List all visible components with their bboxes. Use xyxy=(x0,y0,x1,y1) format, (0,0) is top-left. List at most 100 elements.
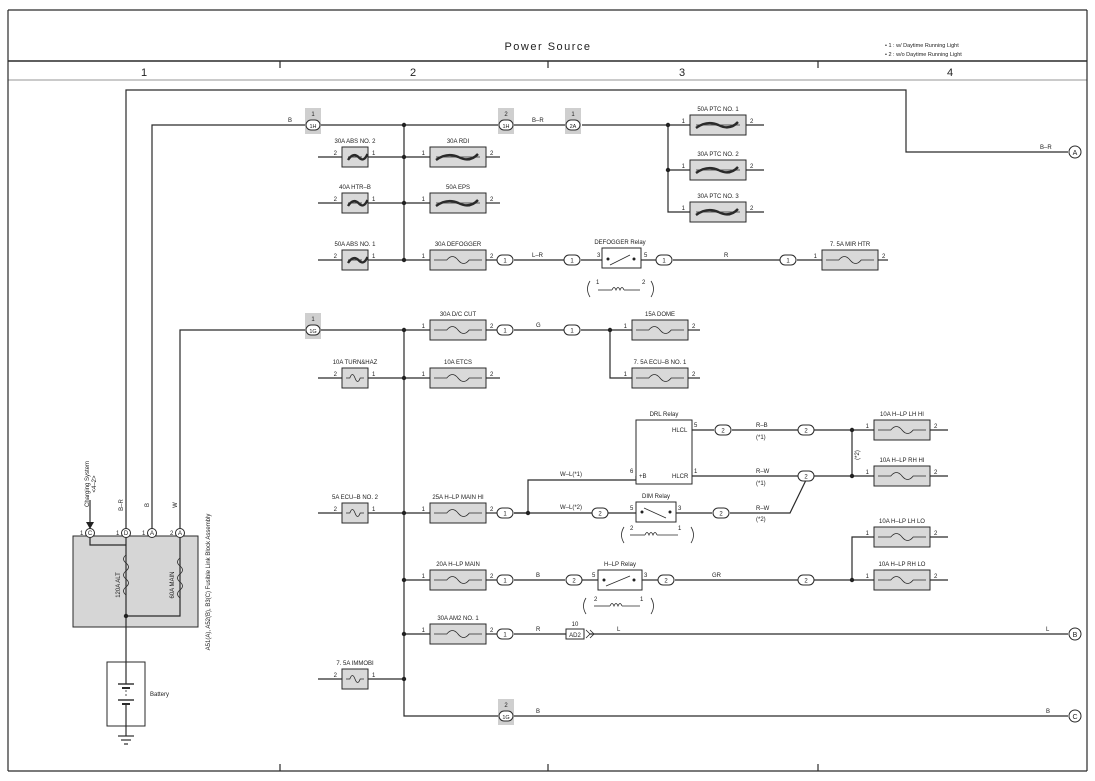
connector-1h-b-pin: 2 xyxy=(504,112,508,118)
terminal-b-right-label: B xyxy=(1073,632,1078,639)
dim-relay: DIM Relay 5 3 2 1 xyxy=(621,494,694,544)
fuse-eps-pin-right: 2 xyxy=(490,197,494,203)
fuse-rhhi-label: 10A H–LP RH HI xyxy=(880,458,925,464)
wire-l-2: L xyxy=(1046,627,1050,633)
wire-br-a: B–R xyxy=(1040,145,1052,151)
inline-connector-3: 1 xyxy=(779,254,797,266)
wire-br-vertical: B–R xyxy=(119,498,125,510)
fuse-hlpmainhi-pin-right: 2 xyxy=(490,507,494,513)
fuse-hlpmain-pin-left: 1 xyxy=(422,574,426,580)
fuse-abs2-pin-right: 1 xyxy=(372,151,376,157)
fuse-ecub2-pin-left: 2 xyxy=(334,507,338,513)
defogger-relay: DEFOGGER Relay 3 5 1 2 xyxy=(587,240,654,298)
inline-connector-12: 1 xyxy=(496,574,514,586)
wire-note-2-vertical: (*2) xyxy=(855,450,861,460)
fuse-abs1-pin-right: 1 xyxy=(372,254,376,260)
fuse-lhlo-pin-left: 1 xyxy=(866,531,870,537)
fuse-htrb-pin-right: 1 xyxy=(372,197,376,203)
drl-relay-pin5: 5 xyxy=(694,423,698,429)
connector-ad2: AD2 10 xyxy=(565,622,595,640)
fuse-defogger-label: 30A DEFOGGER xyxy=(435,242,482,248)
connector-2a: 1 2A xyxy=(565,108,581,134)
fuse-defogger-pin-left: 1 xyxy=(422,254,426,260)
fuse-rhlo-label: 10A H–LP RH LO xyxy=(879,562,926,568)
battery-label: Battery xyxy=(150,692,169,698)
wire-rw-2-note: (*2) xyxy=(756,517,766,523)
inline-connector-4-label: 1 xyxy=(503,329,507,335)
connector-2a-label: 2A xyxy=(570,124,577,130)
fuse-abs1-pin-left: 2 xyxy=(334,254,338,260)
terminal-c-right-label: C xyxy=(1072,714,1077,721)
hlp-relay-pin5: 5 xyxy=(592,573,596,579)
fuse-dccut-pin-left: 1 xyxy=(422,324,426,330)
connector-1h-a-pin: 1 xyxy=(311,112,315,118)
fuse-rhhi-pin-left: 1 xyxy=(866,470,870,476)
main-fuse-label: 60A MAIN xyxy=(170,571,176,598)
fuse-rdi-pin-right: 2 xyxy=(490,151,494,157)
wire-b-c-2: B xyxy=(1046,709,1050,715)
terminal-c: C xyxy=(88,531,93,537)
connector-1g-b-pin: 2 xyxy=(504,703,508,709)
wire-lr: L–R xyxy=(532,253,544,259)
fuse-lhlo-pin-right: 2 xyxy=(934,531,938,537)
hlp-relay-label: H–LP Relay xyxy=(604,562,636,568)
fuse-abs2-label: 30A ABS NO. 2 xyxy=(334,139,376,145)
fuse-rdi-pin-left: 1 xyxy=(422,151,426,157)
fuse-rhlo-pin-left: 1 xyxy=(866,574,870,580)
fuse-dome-label: 15A DOME xyxy=(645,312,675,318)
fuse-ecub1-pin-right: 2 xyxy=(692,372,696,378)
fuse-hlpmainhi-label: 25A H–LP MAIN HI xyxy=(432,495,484,501)
terminal-d-pin: 1 xyxy=(116,531,120,537)
fuse-dccut-label: 30A D/C CUT xyxy=(440,312,477,318)
drl-relay-hlcr: HLCR xyxy=(672,474,689,480)
connector-1g-a-label: 1G xyxy=(309,329,316,335)
fuse-abs1-label: 50A ABS NO. 1 xyxy=(334,242,376,248)
fuse-dome-pin-left: 1 xyxy=(624,324,628,330)
fuse-ecub2-pin-right: 1 xyxy=(372,507,376,513)
terminal-a2-pin: 2 xyxy=(170,531,174,537)
dim-relay-pin1: 1 xyxy=(678,526,682,532)
fuse-immobi-pin-left: 2 xyxy=(334,673,338,679)
inline-connector-0-label: 1 xyxy=(503,259,507,265)
fuse-ptc3-pin-right: 2 xyxy=(750,206,754,212)
terminal-a-right: A xyxy=(1068,145,1082,159)
junction-dots xyxy=(401,122,855,682)
fuse-rhlo-pin-right: 2 xyxy=(934,574,938,580)
wire-b-hlp: B xyxy=(536,573,540,579)
fuse-am2-pin-right: 2 xyxy=(490,628,494,634)
bus-wires xyxy=(125,89,1068,717)
terminal-a1: A xyxy=(150,531,154,537)
wire-b-c-1: B xyxy=(536,709,540,715)
inline-connector-8-label: 2 xyxy=(719,512,723,518)
note-1: • 1 : w/ Daytime Running Light xyxy=(885,43,959,49)
drl-relay-pin6: 6 xyxy=(630,469,634,475)
fuse-htrb-label: 40A HTR–B xyxy=(339,185,371,191)
inline-connector-12-label: 1 xyxy=(503,579,507,585)
fuse-rhlo: 10A H–LP RH LO 1 2 xyxy=(866,562,938,591)
wire-br-1h: B–R xyxy=(532,118,544,124)
inline-connector-11-label: 2 xyxy=(804,475,808,481)
fuse-ptc2-pin-right: 2 xyxy=(750,164,754,170)
connector-1g-a: 1 1G xyxy=(305,313,321,339)
fuse-turnhaz-label: 10A TURN&HAZ xyxy=(333,360,378,366)
fuse-immobi-label: 7. 5A IMMOBI xyxy=(336,661,374,667)
charging-system-page: <4–2> xyxy=(92,475,98,493)
dim-relay-pin3: 3 xyxy=(678,506,682,512)
connector-1h-b-label: 1H xyxy=(502,124,509,130)
fuse-ecub1-pin-left: 1 xyxy=(624,372,628,378)
wire-l-1: L xyxy=(617,627,621,633)
drl-relay: DRL Relay HLCL HLCR +B 5 1 6 xyxy=(630,412,698,485)
fuse-ptc2-label: 30A PTC NO. 2 xyxy=(697,152,739,158)
fuse-ecub2-label: 5A ECU–B NO. 2 xyxy=(332,495,379,501)
fuse-ptc1-label: 50A PTC NO. 1 xyxy=(697,107,739,113)
inline-connector-15: 2 xyxy=(797,574,815,586)
inline-connector-7: 2 xyxy=(591,507,609,519)
